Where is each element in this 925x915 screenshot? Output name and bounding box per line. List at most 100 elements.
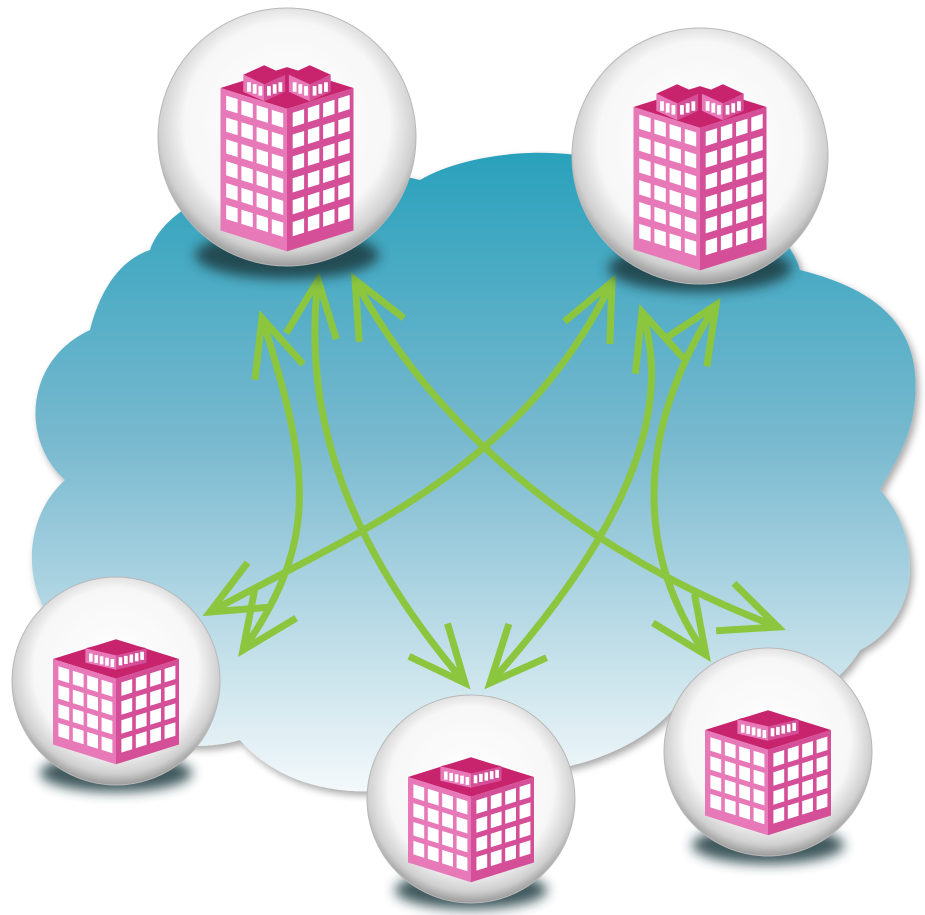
window <box>307 148 320 166</box>
window <box>307 191 320 210</box>
window <box>739 765 750 782</box>
arrow-head <box>715 580 787 635</box>
window <box>705 171 718 190</box>
window <box>58 666 70 684</box>
arrow-head <box>662 297 721 367</box>
window <box>816 755 828 773</box>
window <box>736 184 748 202</box>
window <box>710 756 722 773</box>
window <box>226 95 238 114</box>
window <box>338 204 350 222</box>
window <box>476 834 488 852</box>
window <box>505 825 516 843</box>
window <box>476 797 488 814</box>
window <box>724 779 736 797</box>
window <box>135 693 147 711</box>
window <box>256 192 268 211</box>
window <box>307 126 320 145</box>
window <box>442 793 453 811</box>
window <box>323 99 335 118</box>
window <box>150 688 161 706</box>
window <box>739 746 750 764</box>
window <box>654 119 666 138</box>
window <box>639 114 651 133</box>
arrow-head <box>350 272 407 343</box>
node-top-left <box>157 7 417 279</box>
arrow-head <box>562 274 616 345</box>
window <box>292 196 305 215</box>
window <box>753 769 765 787</box>
window <box>427 807 439 825</box>
window <box>271 219 284 237</box>
window <box>271 197 284 216</box>
window <box>323 143 335 162</box>
window <box>684 216 697 235</box>
window <box>413 784 425 802</box>
building-icon <box>633 84 767 271</box>
window <box>456 797 468 815</box>
window <box>456 854 468 872</box>
window <box>654 141 666 160</box>
window <box>256 105 268 123</box>
building-icon <box>705 710 831 836</box>
window <box>271 131 284 150</box>
window <box>519 821 531 839</box>
window <box>787 745 799 763</box>
window <box>773 750 785 767</box>
window <box>705 215 718 234</box>
window <box>87 675 98 693</box>
window <box>256 126 268 145</box>
window <box>256 214 268 233</box>
window <box>271 153 284 172</box>
window <box>164 665 176 683</box>
window <box>773 806 785 824</box>
window <box>226 204 238 223</box>
window <box>241 165 253 184</box>
window <box>323 165 335 183</box>
window <box>164 684 176 702</box>
window <box>669 124 681 142</box>
window <box>753 750 765 768</box>
window <box>724 798 736 816</box>
window <box>705 149 718 168</box>
window <box>654 228 666 247</box>
arrow-head <box>251 309 306 380</box>
arrow-shaft <box>311 276 469 687</box>
window <box>101 679 113 697</box>
node-bottom-right <box>663 647 873 864</box>
node-bottom-center <box>366 694 576 909</box>
window <box>101 717 113 735</box>
window <box>490 830 502 848</box>
window <box>816 774 828 792</box>
connection-arrow <box>650 297 721 663</box>
window <box>773 787 785 805</box>
window <box>241 122 253 141</box>
connection-arrow <box>202 274 616 617</box>
window <box>226 183 238 201</box>
window <box>292 130 305 149</box>
connection-arrows <box>202 271 787 690</box>
window <box>87 694 98 711</box>
window <box>292 174 305 193</box>
window <box>292 109 305 127</box>
window <box>802 778 813 796</box>
window <box>413 803 425 820</box>
node-top-right <box>571 27 829 292</box>
window <box>669 145 681 164</box>
window <box>121 716 133 734</box>
arrow-shaft <box>650 301 720 659</box>
window <box>241 187 253 206</box>
window <box>669 211 681 230</box>
window <box>323 208 335 227</box>
window <box>292 218 305 237</box>
window <box>456 835 468 853</box>
arrow-head <box>202 560 273 617</box>
window <box>427 845 439 863</box>
window <box>684 194 697 213</box>
window <box>639 180 651 198</box>
window <box>427 826 439 844</box>
arrow-shaft <box>206 278 616 616</box>
window <box>639 136 651 155</box>
window <box>669 189 681 208</box>
